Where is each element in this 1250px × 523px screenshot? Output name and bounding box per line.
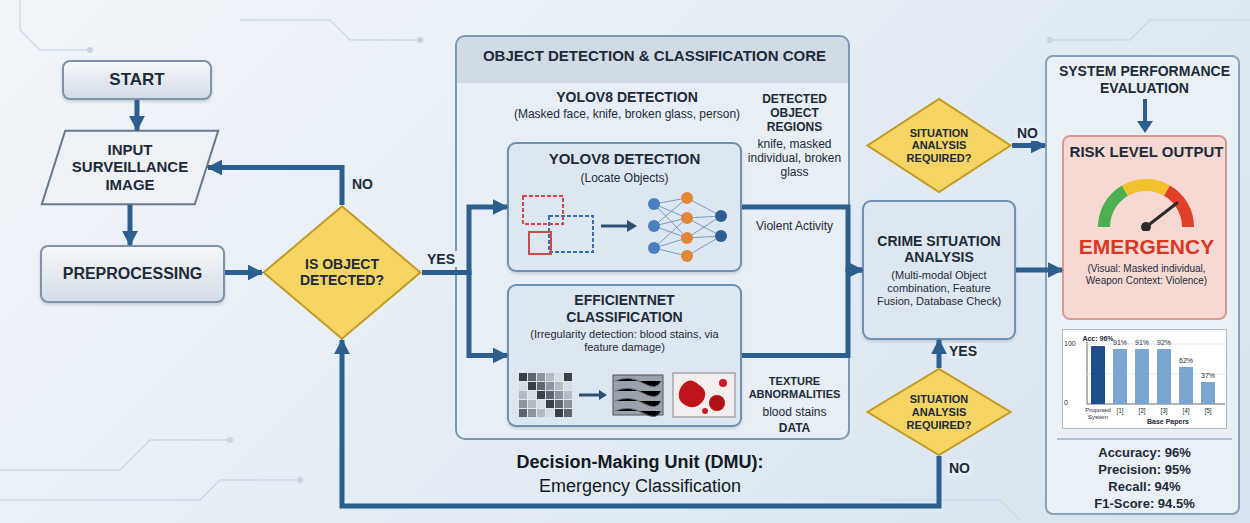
- node-title: IS OBJECT DETECTED?: [297, 256, 387, 289]
- node-subtitle: (Locate Objects): [517, 171, 732, 185]
- body-text: 92%: [1154, 339, 1174, 347]
- node-title: START: [72, 70, 202, 90]
- decision-diamond: SITUATION ANALYSIS REQUIRED?: [866, 368, 1012, 456]
- text-block: CRIME SITUATION ANALYSIS(Multi-modal Obj…: [864, 229, 1014, 312]
- flow-arrow: [742, 270, 862, 356]
- process-box: EFFICIENTNET CLASSIFICATION (Irregularity…: [507, 284, 742, 427]
- body-text: knife, masked individual, broken glass: [747, 137, 842, 179]
- node-title: PREPROCESSING: [50, 265, 215, 284]
- body-text: YOLOV8 DETECTION: [512, 89, 742, 106]
- decision-diamond: IS OBJECT DETECTED?: [262, 205, 422, 340]
- yolo-illustration: [509, 186, 744, 266]
- flow-arrow: [128, 205, 133, 245]
- body-text: 37%: [1198, 372, 1218, 380]
- body-text: blood stains: [747, 405, 842, 419]
- efficientnet-illustration: [509, 369, 744, 421]
- flow-arrow: [422, 207, 507, 273]
- heading-text: SYSTEM PERFORMANCE EVALUATION: [1052, 63, 1237, 96]
- chart-box: 1000Acc: 96%91%91%92%62%37%Proposed Syst…: [1062, 329, 1227, 429]
- body-text: Precision: 95%: [1052, 462, 1237, 477]
- body-text: Accuracy: 96%: [1052, 445, 1237, 460]
- edge-label: NO: [947, 460, 972, 476]
- node-title: YOLOV8 DETECTION: [517, 150, 732, 168]
- flow-arrow: [937, 340, 942, 368]
- flow-arrow: [1012, 143, 1045, 148]
- flow-arrow: [1016, 268, 1062, 273]
- panel-arrow: [1135, 99, 1155, 135]
- heading-text: 100: [1064, 340, 1084, 348]
- body-text: DATA: [747, 421, 842, 435]
- flow-arrow: [342, 340, 939, 506]
- body-text: Violent Activity: [747, 219, 842, 233]
- node-title: INPUT SURVEILLANCE IMAGE: [66, 141, 194, 194]
- edge-label: YES: [947, 343, 979, 359]
- flow-arrow: [422, 273, 507, 356]
- separator-line: [1057, 437, 1232, 441]
- input-parallelogram: INPUT SURVEILLANCE IMAGE: [40, 130, 220, 205]
- body-text: [3]: [1154, 407, 1174, 415]
- text-block: INPUT SURVEILLANCE IMAGE: [66, 141, 194, 194]
- body-text: 91%: [1110, 339, 1130, 347]
- body-text: TEXTURE ABNORMALITIES: [747, 375, 842, 401]
- unit-label: Decision-Making Unit (DMU):: [420, 452, 860, 474]
- text-block: YOLOV8 DETECTION (Locate Objects): [509, 144, 740, 185]
- body-text: Base Papers: [1113, 418, 1223, 426]
- text-block: START: [64, 66, 210, 94]
- text-block: PREPROCESSING: [42, 261, 223, 288]
- body-text: Recall: 94%: [1052, 479, 1237, 494]
- body-text: [4]: [1176, 407, 1196, 415]
- node-title: SITUATION ANALYSIS REQUIRED?: [901, 126, 977, 165]
- core-panel: OBJECT DETECTION & CLASSIFICATION CORE YO…: [455, 35, 850, 440]
- heading-text: RISK LEVEL OUTPUT: [1064, 143, 1229, 161]
- body-text: [2]: [1132, 407, 1152, 415]
- edge-label: YES: [425, 251, 457, 267]
- risk-output-box: RISK LEVEL OUTPUT EMERGENCY (Visual: Maske…: [1062, 135, 1227, 320]
- process-box: PREPROCESSING: [40, 245, 225, 303]
- edge-label: NO: [1015, 125, 1040, 141]
- decision-diamond: SITUATION ANALYSIS REQUIRED?: [866, 98, 1012, 193]
- node-title: CRIME SITUATION ANALYSIS: [872, 233, 1006, 266]
- node-title: SITUATION ANALYSIS REQUIRED?: [901, 393, 977, 432]
- body-text: DETECTED OBJECT REGIONS: [747, 92, 842, 134]
- text-block: IS OBJECT DETECTED?: [297, 256, 387, 289]
- node-subtitle: (Multi-modal Object combination, Feature…: [872, 269, 1006, 308]
- unit-label: Emergency Classification: [420, 476, 860, 498]
- terminal-box: START: [62, 60, 212, 100]
- body-text: [5]: [1198, 407, 1218, 415]
- flow-arrow: [742, 207, 862, 270]
- flow-arrow: [135, 100, 140, 130]
- node-title: EFFICIENTNET CLASSIFICATION: [517, 292, 732, 325]
- text-block: EFFICIENTNET CLASSIFICATION (Irregularity…: [509, 286, 740, 354]
- body-text: (Visual: Masked individual, Weapon Conte…: [1072, 263, 1221, 287]
- node-subtitle: (Irregularity detection: blood stains, v…: [517, 328, 732, 354]
- evaluation-panel: SYSTEM PERFORMANCE EVALUATION Accuracy: 9…: [1045, 55, 1240, 515]
- body-text: Proposed System: [1083, 407, 1113, 421]
- body-text: EMERGENCY: [1064, 235, 1229, 260]
- body-text: F1-Score: 94.5%: [1052, 496, 1237, 511]
- process-box: YOLOV8 DETECTION (Locate Objects): [507, 142, 742, 272]
- body-text: [1]: [1110, 407, 1130, 415]
- flow-arrow: [208, 168, 342, 206]
- text-block: SITUATION ANALYSIS REQUIRED?: [901, 126, 977, 165]
- body-text: Acc: 96%: [1077, 335, 1119, 343]
- body-text: 91%: [1132, 339, 1152, 347]
- body-text: 0: [1064, 399, 1084, 407]
- edge-label: NO: [350, 176, 375, 192]
- text-block: SITUATION ANALYSIS REQUIRED?: [901, 393, 977, 432]
- risk-gauge: [1091, 179, 1201, 231]
- body-text: 62%: [1176, 357, 1196, 365]
- flow-arrow: [225, 270, 262, 275]
- heading-text: OBJECT DETECTION & CLASSIFICATION CORE: [457, 47, 852, 65]
- body-text: (Masked face, knife, broken glass, perso…: [497, 107, 757, 121]
- process-box: CRIME SITUATION ANALYSIS(Multi-modal Obj…: [862, 200, 1016, 340]
